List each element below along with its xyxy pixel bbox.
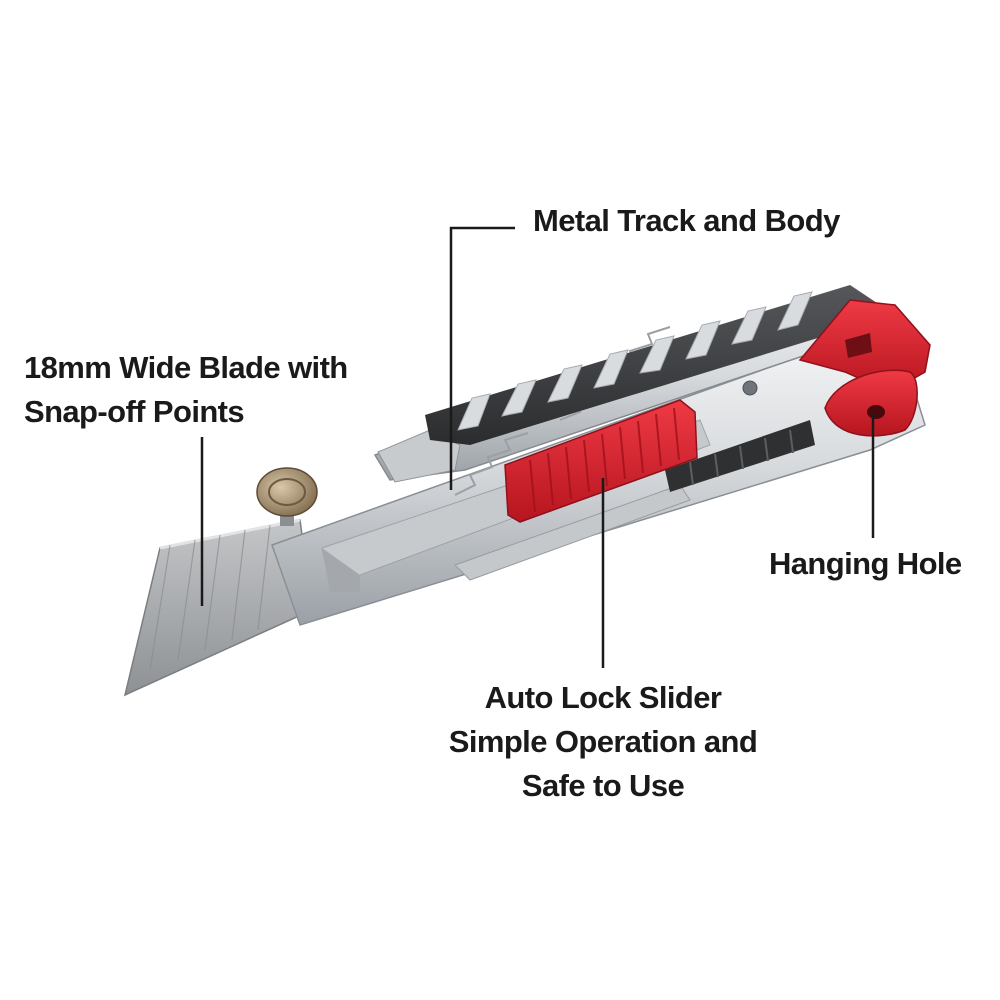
callout-leaders: [200, 226, 875, 668]
callout-blade-line2: Snap-off Points: [24, 394, 245, 429]
rubber-grip: [425, 285, 880, 445]
blade: [123, 518, 313, 697]
callout-slider-line3: Safe to Use: [521, 768, 685, 803]
callout-hole: Hanging Hole: [769, 542, 962, 586]
hanging-hole: [867, 405, 885, 419]
callout-track: Metal Track and Body: [533, 199, 840, 243]
callout-track-line1: Metal Track and Body: [533, 203, 840, 238]
lower-grip-strip: [665, 420, 815, 492]
callout-slider-line1: Auto Lock Slider: [484, 680, 722, 715]
lock-wheel: [256, 467, 318, 526]
callout-hole-line1: Hanging Hole: [769, 546, 962, 581]
callout-blade-line1: 18mm Wide Blade with: [24, 350, 348, 385]
callout-slider: Auto Lock Slider Simple Operation and Sa…: [398, 676, 808, 808]
callout-blade: 18mm Wide Blade with Snap-off Points: [24, 346, 348, 434]
auto-lock-slider: [504, 399, 698, 523]
callout-slider-line2: Simple Operation and: [448, 724, 758, 759]
leader-track: [449, 226, 515, 490]
end-cap: [798, 299, 931, 437]
